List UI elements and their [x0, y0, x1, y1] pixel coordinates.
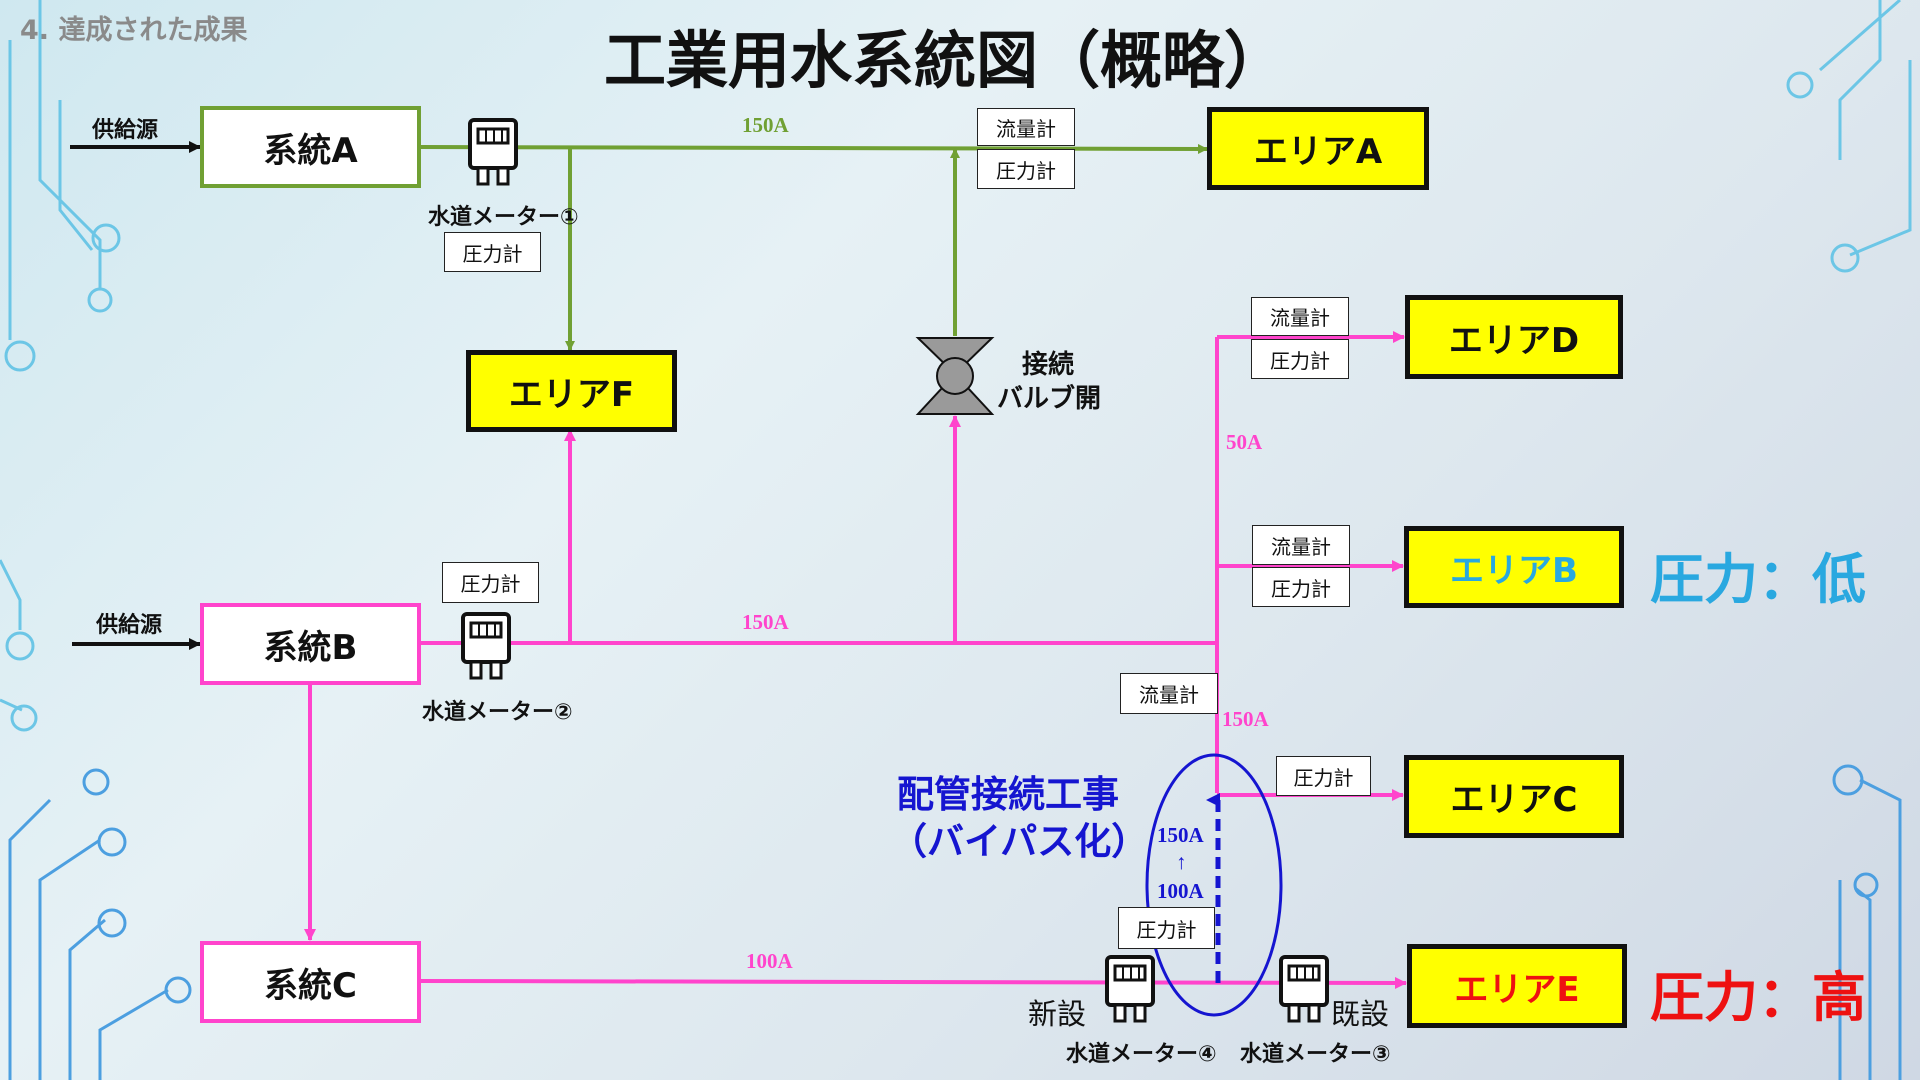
system-b-pipes: [304, 331, 1407, 989]
water-meter-3-label: 水道メーター③: [1240, 1042, 1391, 1067]
water-meter-2-label: 水道メーター②: [422, 700, 573, 725]
flow-meter-area-d: 流量計: [1251, 297, 1349, 336]
pipe-size-bypass-old: 100A: [1157, 879, 1204, 903]
pipe-size-a-main: 150A: [742, 113, 789, 137]
pressure-gauge-meter-2: 圧力計: [442, 562, 539, 603]
area-c-box: エリアC: [1404, 755, 1624, 838]
water-meter-4-icon: [1105, 955, 1155, 1023]
valve-label-line2: バルブ開: [997, 384, 1102, 414]
source-b-label: 供給源: [96, 613, 163, 638]
pressure-gauge-bypass: 圧力計: [1118, 907, 1215, 949]
pressure-gauge-area-a: 圧力計: [977, 149, 1075, 189]
bypass-highlight-ellipse: [1145, 753, 1283, 1017]
pipe-size-bypass-arrow: ↑: [1176, 850, 1187, 874]
flow-meter-area-a: 流量計: [977, 108, 1075, 146]
pressure-high-label: 圧力：高: [1650, 966, 1866, 1029]
pressure-gauge-area-c: 圧力計: [1276, 756, 1371, 796]
water-meter-3-icon: [1279, 955, 1329, 1023]
flow-meter-area-b: 流量計: [1252, 525, 1350, 565]
valve-label-line1: 接続: [1022, 350, 1075, 380]
system-a-box: 系統A: [200, 106, 421, 188]
pressure-low-label: 圧力：低: [1650, 548, 1866, 611]
construction-label-line1: 配管接続工事: [897, 773, 1119, 816]
pressure-gauge-meter-1: 圧力計: [444, 232, 541, 272]
water-meter-1-icon: [468, 118, 518, 186]
breadcrumb: 4. 達成された成果: [20, 15, 248, 46]
area-d-box: エリアD: [1405, 295, 1623, 379]
new-meter-label: 新設: [1028, 997, 1087, 1031]
system-a-pipes: [419, 143, 1208, 351]
area-e-box: エリアE: [1407, 944, 1627, 1028]
pipe-size-bypass-new: 150A: [1157, 823, 1204, 847]
circuit-decoration-lower: [8, 764, 1902, 1080]
source-a-label: 供給源: [92, 118, 159, 143]
area-f-box: エリアF: [466, 350, 677, 432]
water-meter-4-label: 水道メーター④: [1066, 1042, 1217, 1067]
pipe-size-b-main: 150A: [742, 610, 789, 634]
construction-label-line2: （バイパス化）: [890, 820, 1149, 863]
circuit-decoration: [0, 0, 1912, 732]
area-b-box: エリアB: [1404, 526, 1624, 608]
pipe-size-c-main: 100A: [746, 949, 793, 973]
system-c-box: 系統C: [200, 941, 421, 1023]
pipe-size-riser-upper: 50A: [1226, 430, 1263, 454]
existing-meter-label: 既設: [1331, 997, 1390, 1031]
flow-meter-riser: 流量計: [1120, 673, 1218, 714]
water-meter-2-icon: [461, 612, 511, 680]
water-meter-1-label: 水道メーター①: [428, 205, 579, 230]
pipe-size-riser-lower: 150A: [1222, 707, 1269, 731]
pressure-gauge-area-d: 圧力計: [1251, 339, 1349, 379]
area-a-box: エリアA: [1207, 107, 1429, 190]
connection-valve-icon: [915, 337, 995, 415]
pressure-gauge-area-b: 圧力計: [1252, 567, 1350, 607]
page-title: 工業用水系統図（概略）: [603, 24, 1286, 97]
system-b-box: 系統B: [200, 603, 421, 685]
